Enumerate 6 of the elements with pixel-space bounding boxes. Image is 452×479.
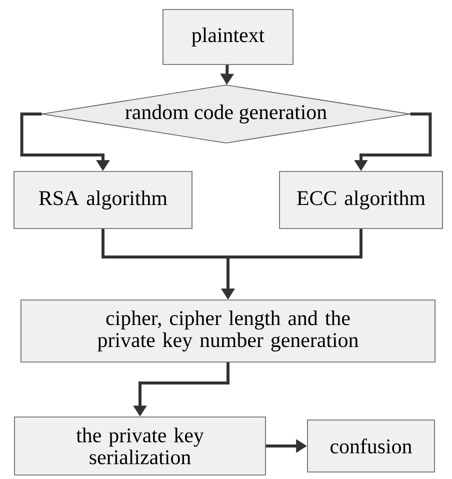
process-box: ECC algorithm — [279, 171, 443, 229]
process-box: the private key serialization — [14, 416, 266, 476]
process-box: cipher, cipher length and the private key number generation — [20, 300, 436, 362]
process-box: confusion — [307, 420, 435, 472]
process-box: RSA algorithm — [14, 171, 192, 229]
process-box: plaintext — [162, 9, 294, 65]
